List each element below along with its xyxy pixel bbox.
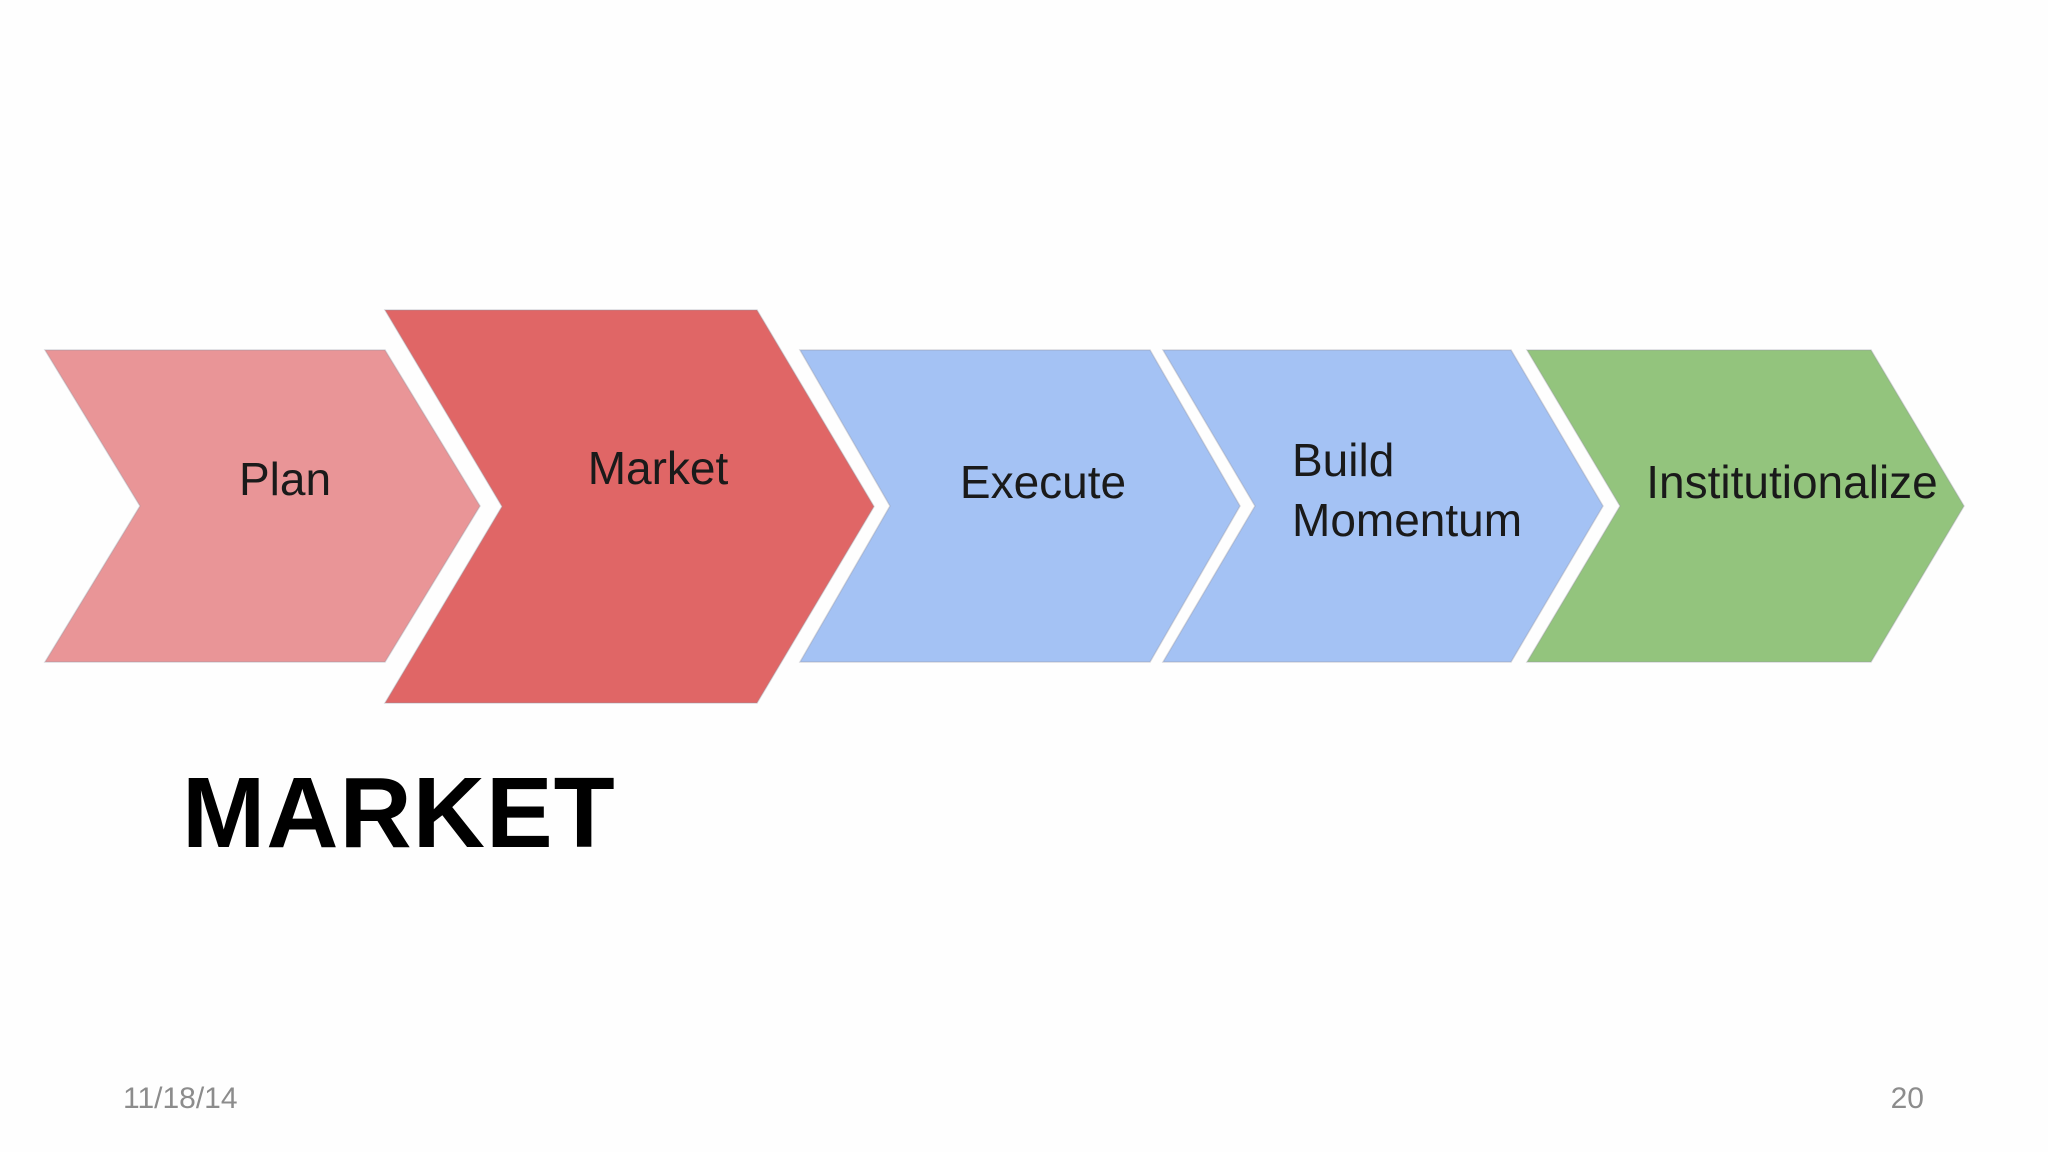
- chevron-step-3: [798, 349, 1241, 663]
- chevron-step-4: [1161, 349, 1604, 663]
- chevron-step-5: [1525, 349, 1965, 663]
- slide-heading: MARKET: [182, 757, 616, 869]
- chevron-step-2-label: Market: [588, 442, 729, 494]
- chevron-step-5-label: Institutionalize: [1646, 456, 1938, 508]
- chevron-step-2: [383, 309, 875, 704]
- chevron-step-3-label: Execute: [960, 456, 1126, 508]
- slide-page-number: 20: [1890, 1082, 1924, 1115]
- chevron-step-1-label: Plan: [239, 453, 331, 505]
- chevron-step-1: [43, 349, 481, 663]
- slide-date: 11/18/14: [123, 1082, 238, 1115]
